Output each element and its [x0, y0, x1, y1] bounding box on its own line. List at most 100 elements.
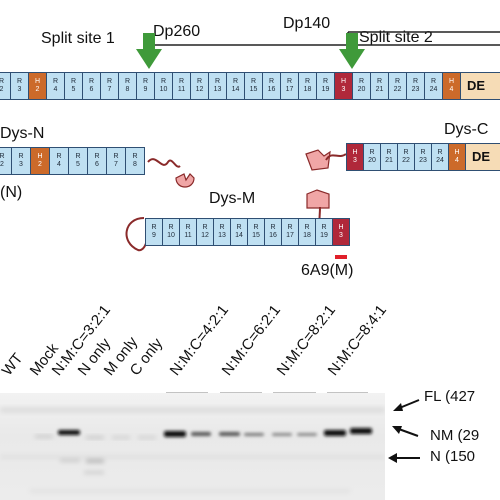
nm-band — [191, 432, 211, 436]
domain-type-letter: R — [430, 78, 437, 85]
de-domain: DE — [460, 72, 500, 100]
domain-type-letter: R — [270, 224, 276, 231]
nm-band — [244, 433, 264, 436]
domain-type-letter: R — [132, 153, 138, 160]
domain-number: 3 — [19, 161, 23, 168]
domain-type-letter: R — [286, 78, 293, 85]
domain-type-letter: R — [236, 224, 242, 231]
domain-number: 12 — [201, 232, 209, 239]
domain-number: 10 — [167, 232, 175, 239]
domain-type-letter: R — [18, 153, 24, 160]
domain-type-letter: R — [0, 78, 5, 85]
domain-number: 8 — [133, 161, 137, 168]
blot-arrow-icon — [393, 399, 420, 411]
split-arrow-icon — [339, 33, 365, 69]
domain-type-letter: R — [403, 149, 409, 156]
domain-type-letter: R — [0, 153, 5, 160]
intein-cap-icon — [305, 149, 347, 171]
domain-number: 3 — [353, 157, 357, 164]
nm-band — [219, 432, 240, 436]
domain-type-letter: H — [338, 224, 344, 231]
domain-number: 6 — [89, 86, 94, 93]
domain-type-letter: H — [340, 78, 347, 85]
domain-type-letter: R — [178, 78, 185, 85]
dys-m-label: Dys-M — [209, 190, 256, 207]
domain-type-letter: R — [16, 78, 23, 85]
domain-type-letter: R — [358, 78, 365, 85]
fl-band-label: FL (427 — [424, 388, 476, 405]
domain-number: 19 — [320, 232, 328, 239]
domain-type-letter: R — [412, 78, 419, 85]
domain-number: 21 — [385, 157, 393, 164]
domain-number: 23 — [411, 86, 420, 93]
domain-number: 22 — [393, 86, 402, 93]
domain-type-letter: R — [52, 78, 59, 85]
intein-cap-icon — [306, 189, 330, 209]
domain-type-letter: R — [142, 78, 149, 85]
domain-type-letter: H — [448, 78, 455, 85]
domain-type-letter: R — [214, 78, 221, 85]
domain-number: 18 — [303, 232, 311, 239]
domain-type-letter: R — [168, 224, 174, 231]
domain-number: 2 — [38, 161, 42, 168]
domain-type-letter: R — [75, 153, 81, 160]
epitope-bar — [335, 255, 347, 259]
domain-number: 21 — [375, 86, 384, 93]
domain-type-letter: R — [253, 224, 259, 231]
domain-number: 2 — [0, 161, 4, 168]
n-band-label: N (150 — [430, 448, 476, 465]
domain-number: 14 — [235, 232, 243, 239]
domain-type-letter: R — [106, 78, 113, 85]
blot-bands — [0, 407, 385, 493]
domain-number: 23 — [419, 157, 427, 164]
domain-number: 4 — [455, 157, 459, 164]
domain-type-letter: H — [352, 149, 358, 156]
domain-type-letter: R — [124, 78, 131, 85]
domain-number: 14 — [231, 86, 240, 93]
dys-n-label: Dys-N — [0, 125, 45, 142]
dys-c-label: Dys-C — [444, 121, 489, 138]
domain-number: 15 — [249, 86, 258, 93]
domain-type-letter: R — [56, 153, 62, 160]
domain-number: 3 — [341, 86, 346, 93]
domain-number: 7 — [114, 161, 118, 168]
domain-type-letter: R — [232, 78, 239, 85]
domain-number: 18 — [303, 86, 312, 93]
domain-number: 16 — [269, 232, 277, 239]
domain-type-letter: R — [386, 149, 392, 156]
domain-number: 5 — [76, 161, 80, 168]
domain-number: 4 — [57, 161, 61, 168]
split-site-1-label: Split site 1 — [41, 30, 115, 47]
domain-number: 12 — [195, 86, 204, 93]
domain-number: 4 — [449, 86, 454, 93]
domain-number: 3 — [17, 86, 22, 93]
domain-number: 6 — [95, 161, 99, 168]
domain-number: 13 — [218, 232, 226, 239]
domain-type-letter: R — [196, 78, 203, 85]
domain-number: 24 — [436, 157, 444, 164]
